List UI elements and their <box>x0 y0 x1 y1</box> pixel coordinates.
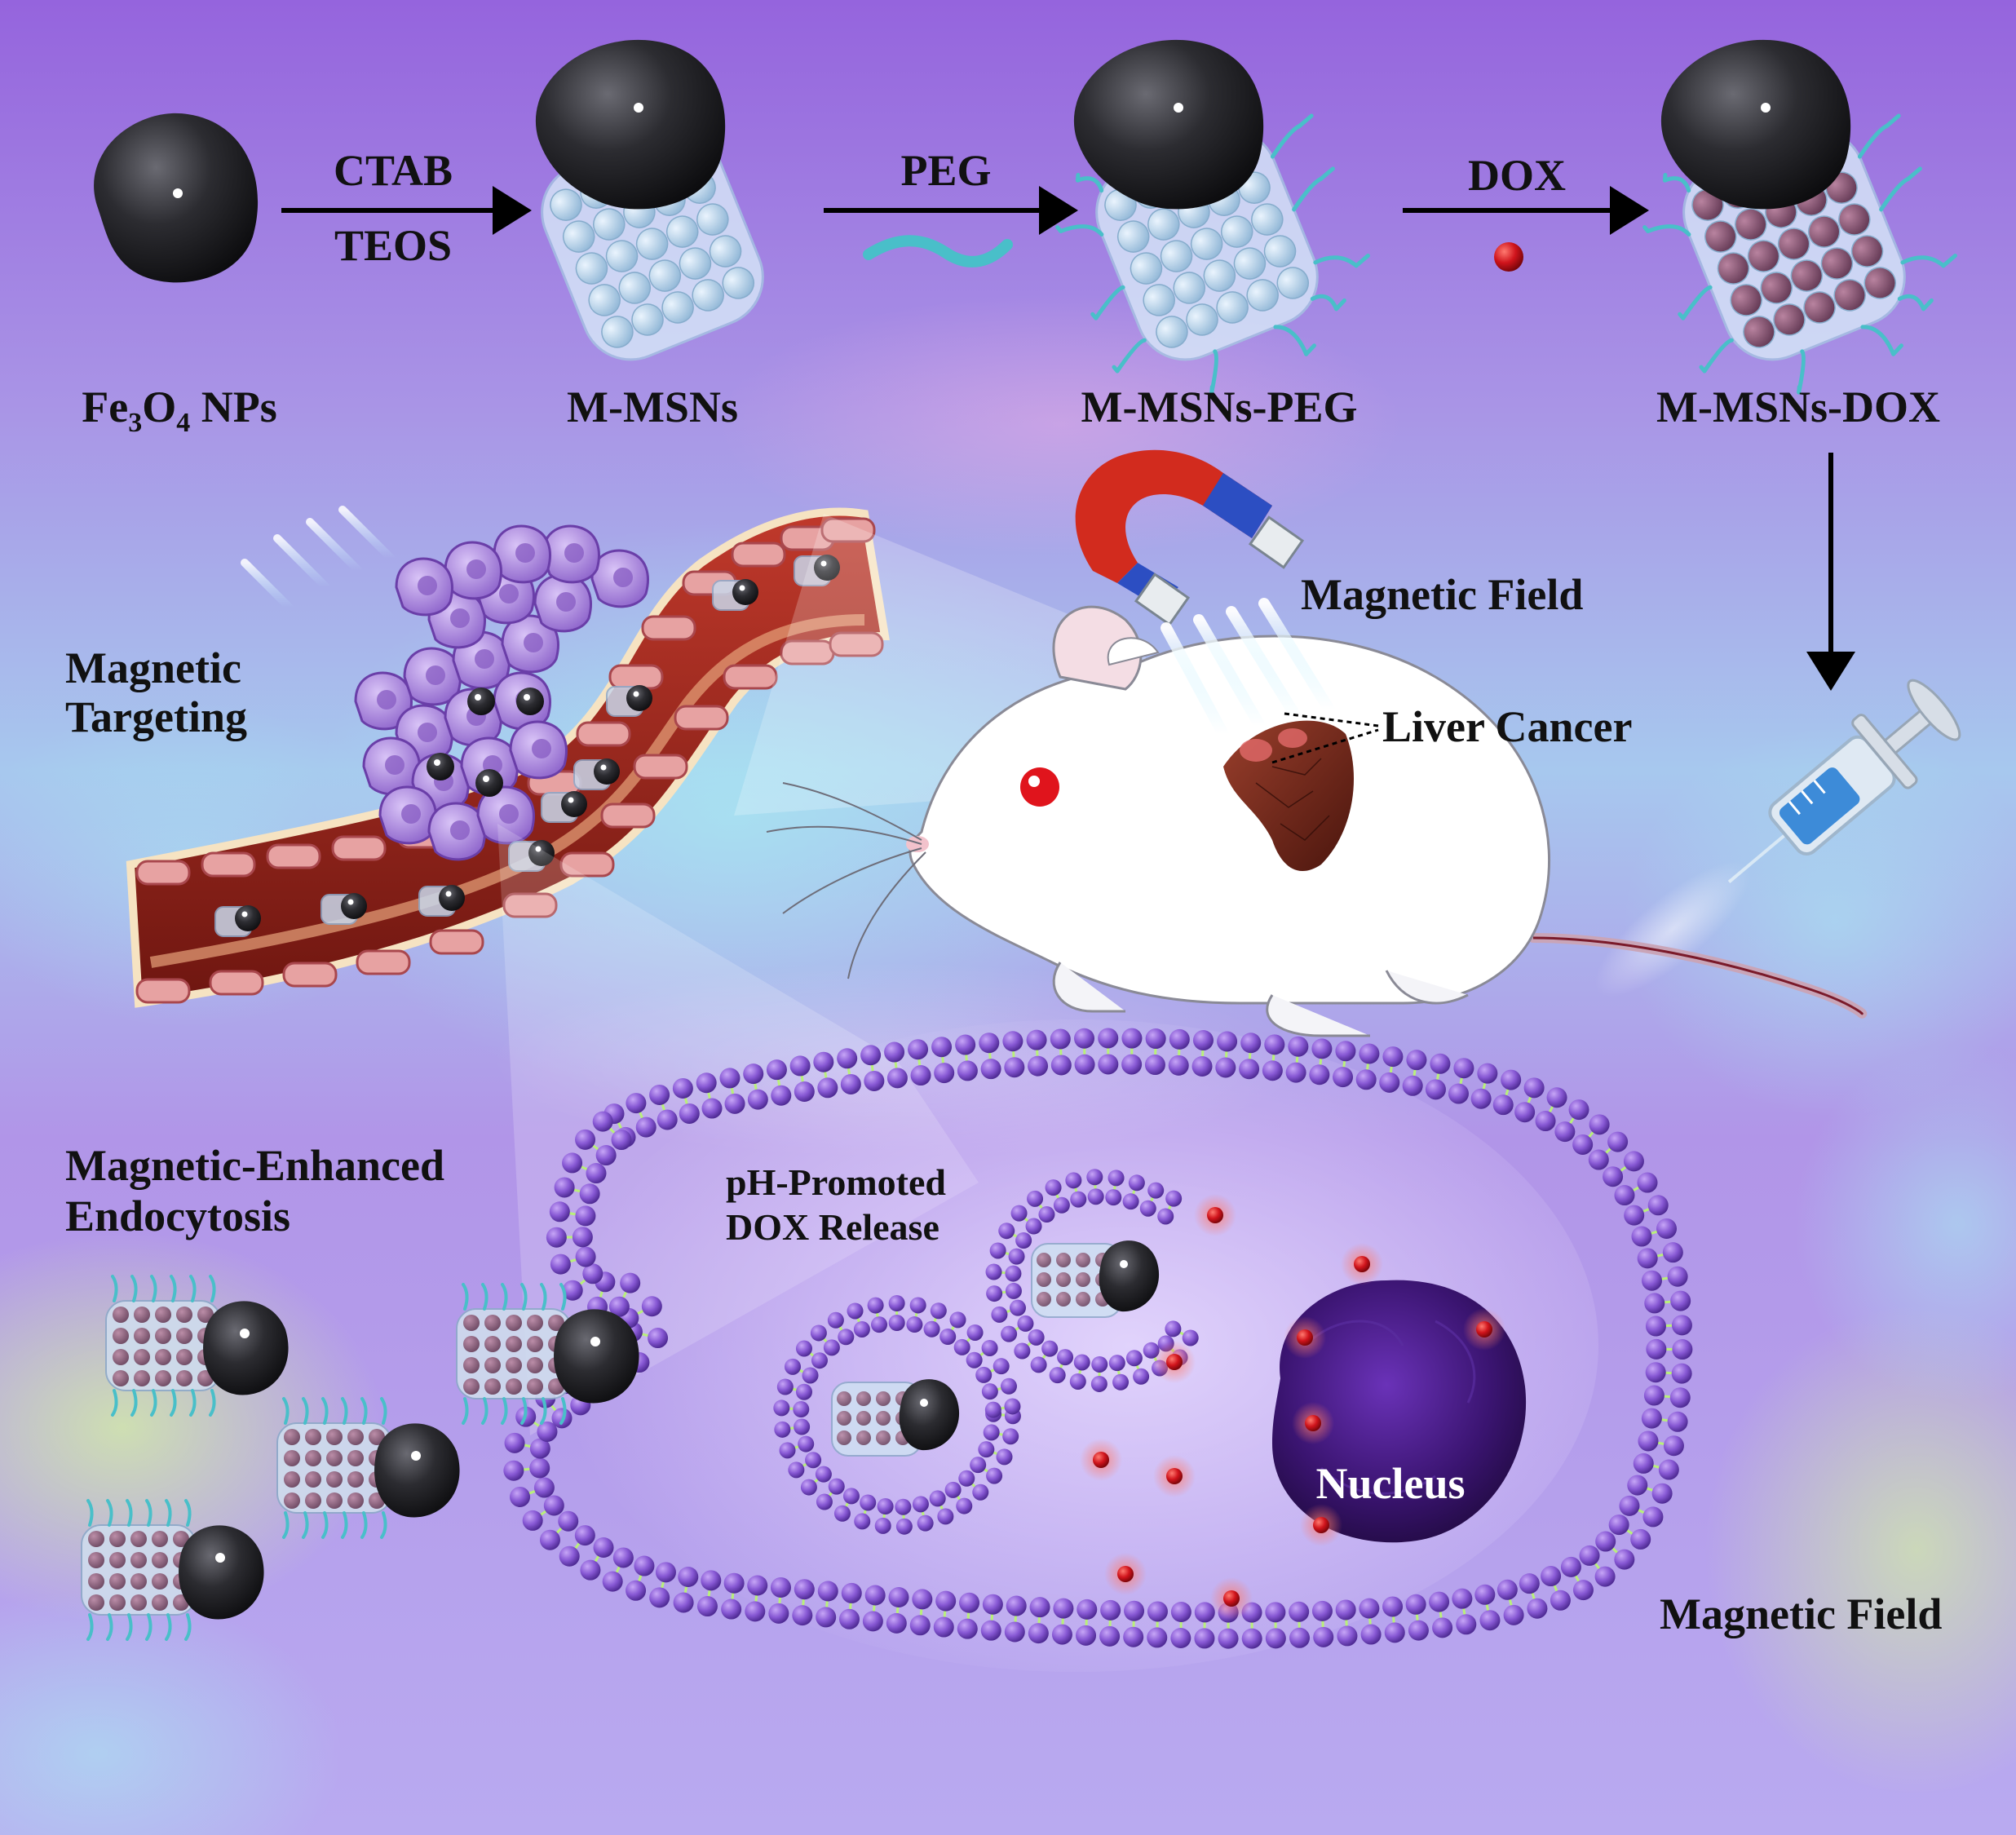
label-m-msns-dox: M-MSNs-DOX <box>1656 382 1940 431</box>
magnetic-streaks-vessel <box>241 506 396 612</box>
peg-chain-icon <box>863 235 1013 268</box>
nucleus <box>1272 1280 1527 1543</box>
fe3o4-nanoparticle <box>94 113 259 283</box>
label-liver-cancer: Liver Cancer <box>1382 702 1633 751</box>
vessel-nanoparticles <box>214 555 840 937</box>
reagent-teos: TEOS <box>334 221 453 270</box>
label-ph-release-1: pH-Promoted <box>726 1161 947 1203</box>
label-nucleus: Nucleus <box>1315 1459 1466 1508</box>
mouse-illustration <box>766 605 1868 1037</box>
syringe-icon <box>1594 679 1961 997</box>
tumor-cell-cluster <box>354 524 649 861</box>
magnet-icon <box>1075 449 1305 626</box>
released-dox <box>1080 1194 1505 1620</box>
label-magnetic-field-bottom: Magnetic Field <box>1660 1590 1943 1638</box>
label-magnetic-field-top: Magnetic Field <box>1301 570 1584 619</box>
label-ph-release-2: DOX Release <box>726 1206 939 1248</box>
dox-molecule-icon <box>1494 242 1523 272</box>
label-m-msns: M-MSNs <box>567 382 738 431</box>
label-magnetic-targeting-2: Targeting <box>65 692 248 741</box>
reagent-peg: PEG <box>900 146 992 195</box>
magnetic-beams-mouse <box>1161 598 1335 740</box>
liver-callout-lines <box>1271 712 1379 764</box>
m-msns-dox-particle <box>1642 39 1957 395</box>
m-msns-particle <box>535 39 764 361</box>
synthesis-row <box>94 39 1957 395</box>
label-m-msns-peg: M-MSNs-PEG <box>1081 382 1358 431</box>
label-endocytosis-2: Endocytosis <box>65 1192 291 1240</box>
reagent-ctab: CTAB <box>333 146 453 195</box>
label-fe3o4-nps: Fe3O4 NPs <box>82 382 277 438</box>
m-msns-peg-particle <box>1055 39 1370 395</box>
free-nanoparticles <box>81 1275 639 1641</box>
reagent-dox: DOX <box>1468 151 1566 200</box>
label-magnetic-targeting-1: Magnetic <box>65 643 241 692</box>
magnetic-streaks-cell <box>1666 1218 1979 1531</box>
label-endocytosis-1: Magnetic-Enhanced <box>65 1141 444 1190</box>
